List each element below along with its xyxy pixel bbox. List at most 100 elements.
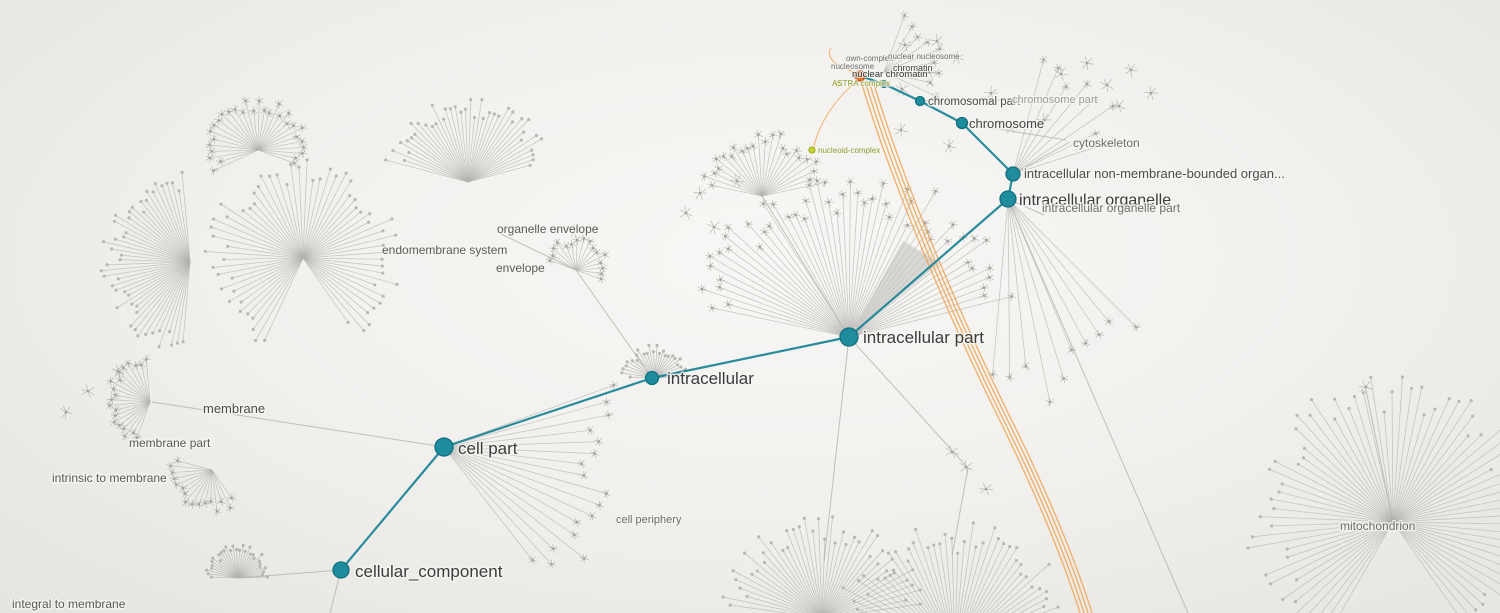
star-center (1042, 58, 1045, 62)
mini-star (1039, 55, 1048, 65)
star-center (244, 99, 247, 103)
branch-ray (746, 596, 807, 613)
branch-ray (723, 596, 801, 613)
label-intracellular-organelle[interactable]: intracellular organelle (1018, 191, 1173, 211)
graph-node-intracellular[interactable] (644, 370, 660, 386)
branch-tip (216, 272, 220, 276)
branch-ray (966, 527, 996, 613)
star-center (1084, 341, 1088, 345)
branch-ray (302, 234, 396, 259)
label-intracellular-nmb-organelle[interactable]: intracellular non-membrane-bounded organ… (1023, 165, 1287, 183)
branch-ray (998, 586, 1033, 613)
branch-ray (1392, 521, 1458, 613)
star-center (934, 189, 937, 193)
branch-tip (123, 290, 127, 294)
mini-star (792, 145, 802, 155)
branch-tip (527, 118, 531, 122)
label-nuclear-chromatin[interactable]: nuclear chromatin (851, 68, 929, 81)
branch-ray (123, 367, 151, 403)
star-center (241, 111, 245, 114)
branch-ray (302, 230, 384, 259)
branch-ray (768, 225, 850, 338)
branch-tip (1489, 467, 1493, 472)
branch-tip (118, 258, 122, 262)
label-intracellular[interactable]: intracellular (666, 368, 756, 390)
branch-ray (226, 216, 304, 259)
star-center (287, 112, 291, 115)
branch-tip (442, 117, 446, 121)
graph-node-nucleoid-complex[interactable] (808, 146, 816, 154)
graph-node-cellular-component[interactable] (332, 561, 350, 579)
edge-bundle-wedge (849, 241, 940, 337)
branch-ray (302, 257, 375, 309)
branch-ray (848, 198, 873, 338)
mini-star (707, 303, 717, 313)
branch-ray (302, 257, 383, 274)
branch-ray (823, 541, 860, 613)
mini-star (922, 64, 937, 79)
selected-path-edge (339, 445, 446, 572)
branch-ray (822, 542, 836, 613)
branch-ray (410, 123, 469, 183)
branch-tip (1042, 604, 1046, 609)
mini-star (979, 291, 989, 300)
label-chromosomal-part[interactable]: chromosomal part (927, 95, 1023, 110)
graph-node-intracellular-organelle[interactable] (999, 190, 1017, 208)
graph-node-cell-part[interactable] (434, 437, 454, 457)
graph-node-chromatin[interactable] (879, 79, 889, 89)
branch-tip (1302, 446, 1307, 451)
star-center (550, 562, 553, 566)
branch-tip (673, 356, 677, 361)
graph-node-chromosomal-part[interactable] (914, 95, 926, 107)
branch-tip (888, 573, 892, 577)
branch-tip (853, 535, 857, 539)
label-intracellular-part[interactable]: intracellular part (862, 327, 986, 349)
graph-node-chromosome[interactable] (955, 116, 969, 130)
branch-tip (1295, 413, 1299, 417)
branch-tip (844, 542, 848, 547)
branch-ray (114, 401, 151, 416)
mini-star (284, 109, 294, 119)
branch-tip (956, 551, 960, 555)
branch-ray (290, 164, 304, 259)
graph-node-nuclear-chromatin[interactable] (854, 70, 866, 82)
label-chromosome[interactable]: chromosome (968, 115, 1046, 133)
branch-ray (961, 546, 977, 613)
mini-star (801, 196, 811, 206)
branch-ray (761, 133, 782, 197)
graph-node-intracellular-nmb-organelle[interactable] (1005, 166, 1021, 182)
branch-ray (467, 118, 484, 183)
graph-node-astra-complex[interactable] (835, 81, 841, 87)
branch-ray (467, 149, 532, 183)
branch-tip (866, 592, 870, 596)
star-center (815, 179, 819, 183)
branch-tip (1285, 547, 1289, 551)
mini-star (760, 227, 770, 237)
mini-star (217, 109, 227, 119)
branch-ray (205, 251, 304, 259)
branch-tip (381, 294, 385, 298)
branch-tip (130, 302, 134, 306)
star-center (171, 471, 174, 474)
branch-ray (1392, 387, 1423, 523)
mini-star (778, 144, 788, 153)
star-center (910, 25, 914, 28)
branch-ray (302, 257, 349, 323)
branch-ray (1320, 521, 1394, 613)
branch-ray (257, 125, 294, 151)
mini-star (724, 223, 733, 233)
branch-tip (620, 371, 624, 375)
branch-ray (454, 106, 469, 183)
star-center (600, 272, 603, 275)
branch-tip (145, 189, 149, 194)
label-cellular-component[interactable]: cellular_component (354, 561, 505, 583)
branch-tip (354, 206, 358, 210)
star-center (122, 427, 126, 431)
label-cell-part[interactable]: cell part (457, 438, 520, 460)
branch-ray (1392, 409, 1436, 523)
branch-ray (795, 214, 850, 338)
star-center (841, 192, 845, 196)
branch-ray (110, 380, 151, 403)
graph-node-intracellular-part[interactable] (839, 327, 859, 347)
